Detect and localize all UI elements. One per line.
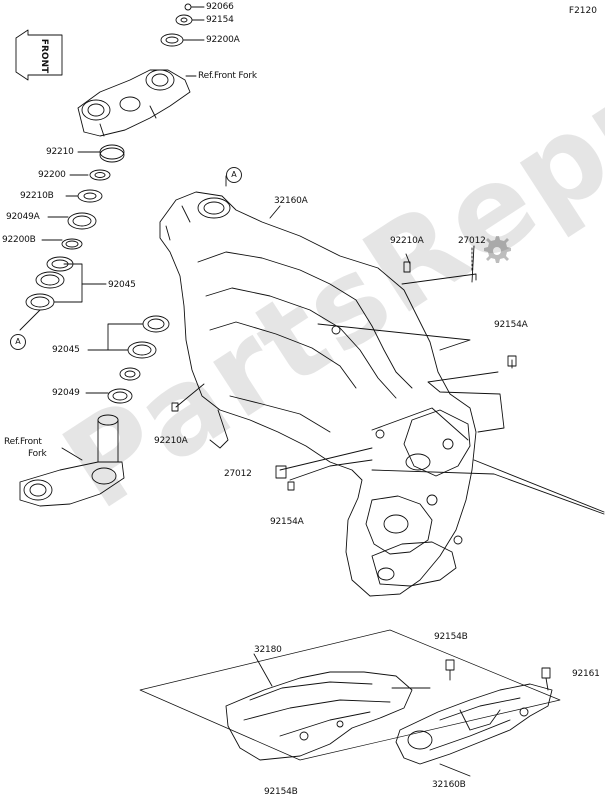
bearing-stack-upper [19, 169, 111, 331]
label-92200a[interactable]: 92200A [206, 35, 240, 45]
label-92066[interactable]: 92066 [206, 2, 234, 12]
label-32180[interactable]: 32180 [254, 645, 282, 655]
label-92200b[interactable]: 92200B [2, 235, 36, 245]
label-92161[interactable]: 92161 [572, 669, 600, 679]
label-ref-front-fork-top[interactable]: Ref.Front Fork [198, 71, 257, 81]
bolts [171, 245, 551, 679]
steering-stem-top-parts [160, 3, 205, 47]
lower-triple-clamp [19, 414, 125, 507]
label-92154b-right[interactable]: 92154B [434, 632, 468, 642]
label-92049a[interactable]: 92049A [6, 212, 40, 222]
front-label: FRONT [39, 39, 49, 74]
label-92210a[interactable]: 92210A [390, 236, 424, 246]
label-32160a[interactable]: 32160A [274, 196, 308, 206]
label-92154a-mid[interactable]: 92154A [270, 517, 304, 527]
frame-cover-32160B [395, 669, 553, 777]
label-ref-front-fork-bottom-2[interactable]: Fork [28, 449, 47, 459]
callout-a-left: A [10, 334, 26, 350]
label-92049[interactable]: 92049 [52, 388, 80, 398]
label-92200[interactable]: 92200 [38, 170, 66, 180]
stem-nut-92210 [77, 144, 125, 163]
label-92154a-right[interactable]: 92154A [494, 320, 528, 330]
label-ref-front-fork-bottom-1[interactable]: Ref.Front [4, 437, 42, 447]
gear-icon [484, 236, 511, 263]
label-92210b[interactable]: 92210B [20, 191, 54, 201]
label-92210a-left[interactable]: 92210A [154, 436, 188, 446]
label-27012-top[interactable]: 27012 [458, 236, 486, 246]
front-arrow-icon: FRONT [15, 29, 63, 81]
upper-triple-clamp [77, 69, 197, 137]
main-frame-32160A [159, 191, 477, 597]
side-cover-32180 [225, 653, 431, 761]
lower-frame-panel-outline [139, 629, 561, 761]
frame-guide-lines [175, 175, 605, 515]
label-32160b[interactable]: 32160B [432, 780, 466, 790]
label-92210[interactable]: 92210 [46, 147, 74, 157]
bearing-stack-lower [85, 315, 170, 404]
label-92154[interactable]: 92154 [206, 15, 234, 25]
label-92154b-bottom[interactable]: 92154B [264, 787, 298, 797]
label-92045-upper[interactable]: 92045 [108, 280, 136, 290]
label-27012-mid[interactable]: 27012 [224, 469, 252, 479]
page-code: F2120 [568, 6, 597, 16]
label-92045-lower[interactable]: 92045 [52, 345, 80, 355]
callout-a-top: A [226, 167, 242, 183]
